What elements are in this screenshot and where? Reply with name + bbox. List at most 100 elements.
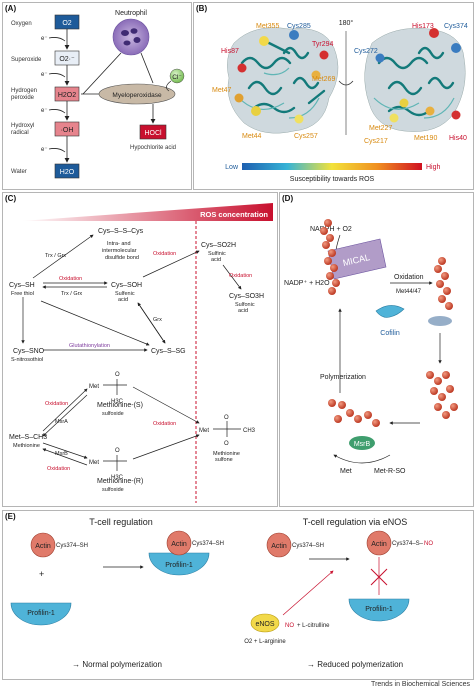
profilin-right-label: Profilin-1 <box>365 606 393 613</box>
reduced-polymerization: → Reduced polymerization <box>307 660 403 669</box>
met-oxidation-3: Oxidation <box>153 421 176 427</box>
met-sch3: Met–S–CH3 <box>9 434 47 441</box>
actin-left-label: Actin <box>35 543 51 550</box>
actin-filament-left <box>320 219 340 295</box>
panel-c: (C) ROS concentration Cys–S–S–Cys Intra-… <box>2 192 278 507</box>
ss-note-1: Intra- and <box>107 241 131 247</box>
panel-e-svg: T-cell regulation T-cell regulation via … <box>10 517 433 669</box>
actin-complex-left <box>166 530 192 556</box>
msrb-label: MsrB <box>354 441 371 448</box>
svg-text:Met: Met <box>89 460 99 466</box>
arrow-cl-mpo <box>166 80 172 92</box>
panel-d-label: (D) <box>282 194 294 203</box>
svg-text:Met: Met <box>89 384 99 390</box>
panel-b: (B) 1 <box>193 2 474 190</box>
formula-superoxide: O2·⁻ <box>59 56 75 63</box>
glutathionylation: Glutathionylation <box>69 343 110 349</box>
res-met44: Met44 <box>242 133 262 140</box>
rotation-label: 180° <box>339 19 354 27</box>
trx-grx-2: Trx / Grx <box>61 291 82 297</box>
res-met190: Met190 <box>414 135 437 142</box>
nadph: NADPH + O2 <box>310 226 352 233</box>
hocl-box <box>139 124 167 140</box>
oxidation-1: Oxidation <box>59 276 82 282</box>
res-his87: His87 <box>221 48 239 55</box>
res-his173: His173 <box>412 23 434 30</box>
res-met227: Met227 <box>369 125 392 132</box>
met-oxidation-1: Oxidation <box>45 401 68 407</box>
nadp: NADP⁺ + H2O <box>284 280 330 287</box>
residue-spheres-left <box>234 30 329 124</box>
sulfonic-2: acid <box>238 308 248 314</box>
sulfenic-2: acid <box>118 297 128 303</box>
chloride-ion <box>169 68 185 84</box>
residue-spheres-right <box>375 28 461 123</box>
actin-complex-right-no: NO <box>424 541 433 547</box>
res-his40: His40 <box>449 135 467 142</box>
met-section: Met–S–CH3 Methionine Methionine-(S) sulf… <box>9 402 240 493</box>
panel-c-label: (C) <box>5 194 17 203</box>
monomers <box>328 399 380 427</box>
res-cys272: Cys272 <box>354 48 378 55</box>
protein-left <box>227 27 339 134</box>
res-met269: Met269 <box>312 76 335 83</box>
actin-complex-left-cys: Cys374–SH <box>192 541 224 547</box>
residue-labels-right: His173 Cys374 Cys272 Met227 Met190 Cys21… <box>354 23 468 145</box>
cofilin: Cofilin <box>375 305 405 337</box>
neutrophil-nucleus <box>121 28 141 46</box>
neutrophil-cell <box>112 18 150 56</box>
ros-label: ROS concentration <box>200 210 268 219</box>
formula-h2o: H2O <box>60 169 75 176</box>
met-structures <box>103 379 241 471</box>
actin-complex-right-cys: Cys374–S– <box>392 541 424 547</box>
enos-label: eNOS <box>255 621 274 628</box>
methionine-label: Methionine <box>13 443 40 449</box>
severed-fragments <box>426 371 458 419</box>
panel-b-svg: 180° Met355 Cys285 His87 Tyr294 Met269 M… <box>212 19 468 183</box>
res-cys285: Cys285 <box>287 23 311 30</box>
electron-labels: e⁻ e⁻ e⁻ e⁻ <box>41 36 48 153</box>
ss-note-2: intermolecular <box>102 248 137 254</box>
electron-arrows <box>48 29 70 163</box>
res-cys374: Cys374 <box>444 23 468 30</box>
cys-ssg: Cys–S–SG <box>151 348 186 355</box>
cys-sno: Cys–SNO <box>13 348 45 355</box>
grx: Grx <box>153 317 162 323</box>
normal-polymerization: → Normal polymerization <box>72 660 162 669</box>
plus-sign: + <box>39 569 44 579</box>
residue-labels-left: Met355 Cys285 His87 Tyr294 Met269 Met47 … <box>212 23 335 140</box>
triangle-lines <box>82 52 154 95</box>
chloride-label: Cl⁻ <box>172 74 182 81</box>
svg-text:O: O <box>224 415 229 421</box>
panel-a: (A) Oxygen Superoxide Hydrogen peroxide … <box>2 2 192 190</box>
sulfinic-1: Sulfinic <box>208 251 226 257</box>
actin-right-cys: Cys374–SH <box>292 543 324 549</box>
profilin-complex-left-label: Profilin-1 <box>165 562 193 569</box>
actin-left-cys: Cys374–SH <box>56 543 88 549</box>
cys-arrow-labels: Trx / Grx Oxidation Trx / Grx Oxidation … <box>45 251 252 349</box>
formula-boxes: O2 O2·⁻ H2O2 ·OH H2O <box>54 14 80 179</box>
cys-arrows <box>21 234 242 352</box>
electron-2: e⁻ <box>41 72 48 78</box>
myeloperoxidase-oval <box>98 83 176 105</box>
msrb-cycle <box>333 454 391 464</box>
enos-substrates: O2 + L-arginine <box>244 639 286 645</box>
panel-d: (D) NADPH + O2 NADP⁺ + H2O MICAL Oxidati… <box>279 192 474 507</box>
sulfonic-1: Sulfonic <box>235 302 255 308</box>
oxidation-3: Oxidation <box>229 273 252 279</box>
legend-caption: Susceptibility towards ROS <box>290 176 375 183</box>
block-x <box>370 568 388 586</box>
actin-complex-right-label: Actin <box>371 541 387 548</box>
svg-text:O: O <box>115 372 120 378</box>
panel-b-label: (B) <box>196 4 208 13</box>
ros-gradient <box>21 203 273 221</box>
oxidation-label: Oxidation <box>394 274 424 281</box>
cys-sh: Cys–SH <box>9 282 35 289</box>
actin-filament-right <box>434 257 453 310</box>
actin-complex-right <box>366 530 392 556</box>
enos-citrulline: + L-citrulline <box>297 623 330 629</box>
met-oxidation-2: Oxidation <box>47 466 70 472</box>
species-peroxide: peroxide <box>11 95 35 101</box>
species-labels: Oxygen Superoxide Hydrogen peroxide Hydr… <box>11 21 42 175</box>
